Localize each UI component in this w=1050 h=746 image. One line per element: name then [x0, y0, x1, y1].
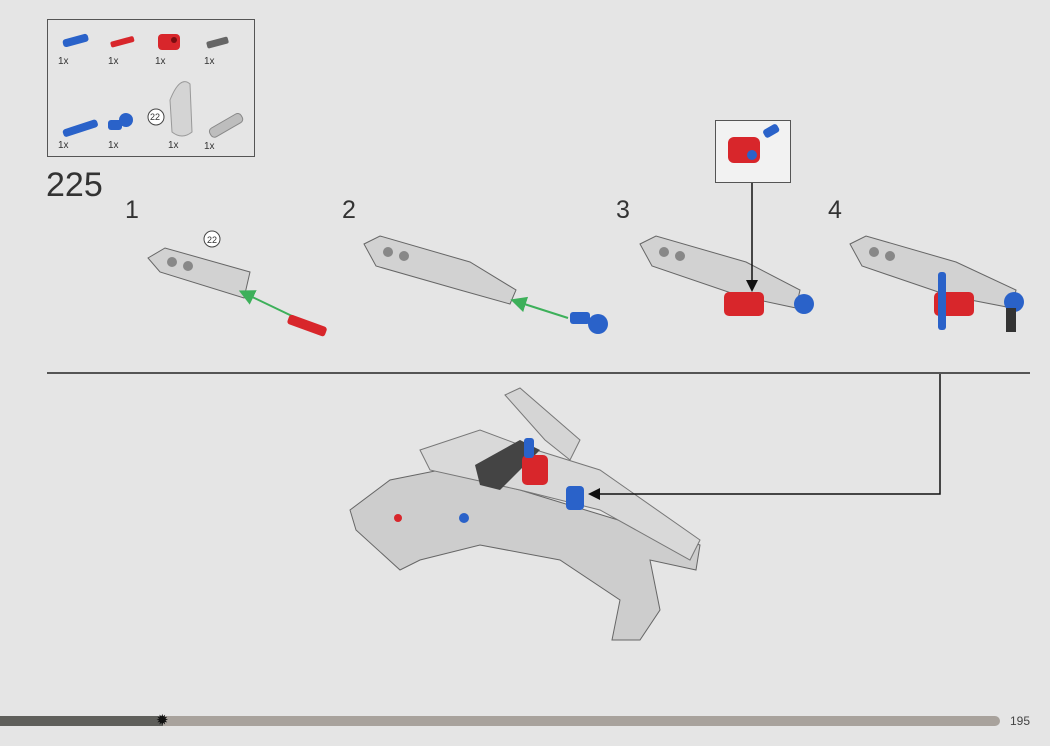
main-model-arrow: [588, 374, 941, 500]
part-red-axle-pin: [110, 36, 135, 48]
part-blue-axle-pin: [62, 33, 89, 48]
substep-2-assembly: [363, 235, 517, 305]
red-cross-block-with-pin: [728, 124, 780, 163]
progress-track: [0, 716, 1000, 726]
part-blue-long-pin: [62, 119, 98, 137]
substep-4-label: 4: [828, 196, 842, 224]
sun-gear-icon: ✹: [156, 712, 169, 729]
step-number: 225: [46, 166, 103, 204]
substep-3-assembly: [639, 235, 814, 316]
part-gray-angle-connector: [208, 112, 244, 138]
subassembly-callout-box: [715, 120, 791, 183]
part-qty: 1x: [204, 56, 215, 67]
part-qty: 1x: [108, 56, 119, 67]
part-callout-number: 22: [207, 235, 217, 245]
part-label-number: 22: [150, 112, 161, 122]
substep-2-label: 2: [342, 196, 356, 224]
substep-1-label: 1: [125, 196, 139, 224]
progress-fill: [0, 716, 163, 726]
part-callout-circle: [203, 230, 221, 248]
part-gray-panel: [147, 81, 193, 137]
part-qty: 1x: [168, 140, 179, 151]
part-qty: 1x: [58, 56, 69, 67]
parts-list-box: 1x 1x 1x 1x 1x 1x 1x 1x 22: [47, 19, 255, 157]
step-divider: [47, 372, 1030, 374]
part-qty: 1x: [58, 140, 69, 151]
blue-axle-connector: [570, 312, 608, 334]
part-qty: 1x: [155, 56, 166, 67]
main-model-assembly: [349, 387, 701, 641]
substep-3-label: 3: [616, 196, 630, 224]
part-qty: 1x: [108, 140, 119, 151]
substep-4-assembly: [849, 235, 1024, 332]
insert-arrow: [238, 290, 293, 317]
part-dark-gray-pin: [206, 36, 229, 49]
part-red-cross-block: [158, 34, 180, 50]
red-axle-pin: [287, 314, 327, 337]
substep-1-panel: [147, 247, 251, 299]
part-blue-axle-connector: [108, 113, 133, 130]
insert-arrow: [510, 296, 569, 319]
page-number: 195: [1010, 714, 1031, 728]
parts-illustrations: [62, 33, 244, 138]
part-qty: 1x: [204, 141, 215, 152]
